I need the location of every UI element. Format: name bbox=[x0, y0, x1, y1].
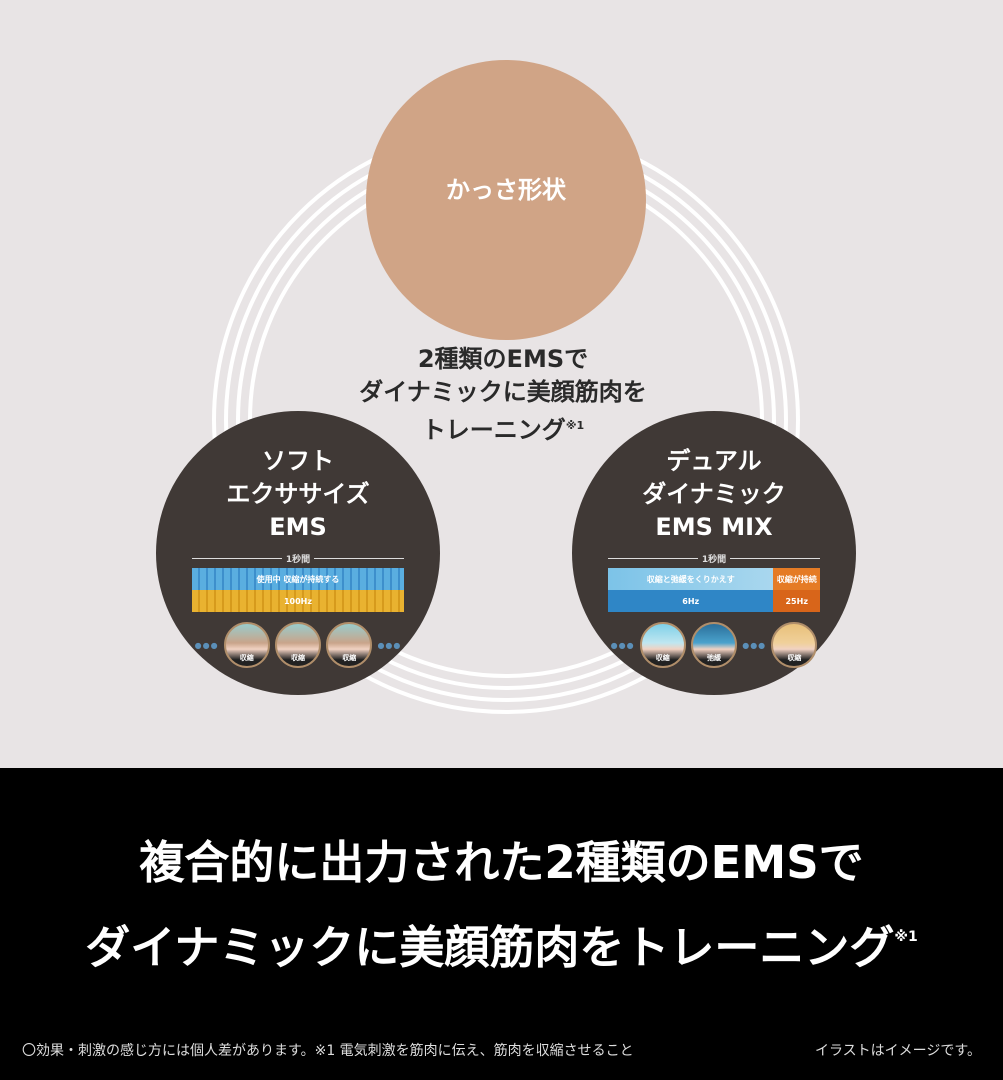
center-line1: 2種類のEMSで bbox=[417, 345, 589, 373]
ruler-label: 1秒間 bbox=[701, 554, 727, 565]
waveform-diagram: 1秒間 収縮と弛緩をくりかえす 6Hz 収縮が持続 25Hz ●●● 収縮 弛緩… bbox=[608, 551, 821, 668]
kassa-shape-circle: かっさ形状 bbox=[366, 60, 646, 340]
infographic-area: かっさ形状 2種類のEMSで ダイナミックに美顔筋肉を トレーニング※1 ソフト… bbox=[0, 0, 1003, 768]
waveform-diagram: 1秒間 使用中 収縮が持続する 100Hz ●●● 収縮 収縮 収縮 ●●● bbox=[192, 551, 405, 668]
muscle-ball: 弛緩 bbox=[691, 622, 737, 668]
muscle-ball: 収縮 bbox=[223, 622, 270, 668]
title-line: エクササイズ bbox=[226, 480, 370, 508]
kassa-label: かっさ形状 bbox=[446, 176, 566, 204]
ruler-label: 1秒間 bbox=[285, 554, 311, 565]
disclaimer: 〇効果・刺激の感じ方には個人差があります。※1 電気刺激を筋肉に伝え、筋肉を収縮… bbox=[22, 1043, 634, 1059]
center-line3: トレーニング bbox=[421, 416, 566, 444]
headline: 複合的に出力された2種類のEMSで ダイナミックに美顔筋肉をトレーニング※1 bbox=[0, 826, 1003, 985]
bar-upper-label: 収縮と弛緩をくりかえす bbox=[608, 568, 774, 590]
headline-line2: ダイナミックに美顔筋肉をトレーニング bbox=[85, 921, 895, 974]
center-caption: 2種類のEMSで ダイナミックに美顔筋肉を トレーニング※1 bbox=[300, 343, 706, 447]
bar-upper-label: 収縮が持続 bbox=[773, 568, 820, 590]
note-mark: ※1 bbox=[565, 419, 585, 432]
title-line: EMS bbox=[269, 513, 327, 541]
muscle-ball: 収縮 bbox=[639, 622, 686, 668]
title-line: EMS MIX bbox=[655, 513, 773, 541]
illustration-note: イラストはイメージです。 bbox=[814, 1043, 981, 1059]
soft-exercise-ems-circle: ソフト エクササイズ EMS 1秒間 使用中 収縮が持続する 100Hz ●●●… bbox=[156, 411, 440, 695]
headline-line1: 複合的に出力された2種類のEMSで bbox=[139, 836, 864, 889]
title-line: デュアル bbox=[666, 447, 762, 475]
title-line: ダイナミック bbox=[642, 480, 786, 508]
bar-upper-label: 使用中 収縮が持続する bbox=[192, 568, 404, 590]
muscle-ball: 収縮 bbox=[326, 622, 373, 668]
muscle-ball: 収縮 bbox=[275, 622, 321, 668]
center-line2: ダイナミックに美顔筋肉を bbox=[359, 378, 647, 406]
dual-dynamic-ems-mix-circle: デュアル ダイナミック EMS MIX 1秒間 収縮と弛緩をくりかえす 6Hz … bbox=[572, 411, 856, 695]
frequency-label: 100Hz bbox=[192, 590, 404, 612]
frequency-label: 6Hz bbox=[608, 590, 774, 612]
title-line: ソフト bbox=[262, 447, 334, 475]
muscle-ball: 収縮 bbox=[771, 622, 818, 668]
note-mark: ※1 bbox=[894, 929, 918, 945]
frequency-label: 25Hz bbox=[773, 590, 820, 612]
